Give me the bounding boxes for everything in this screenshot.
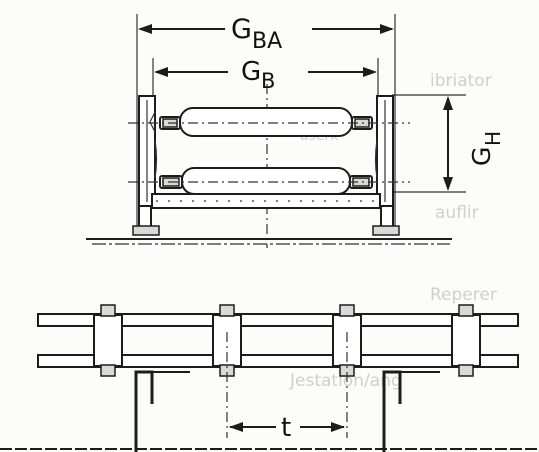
- label-gh-main: G: [467, 147, 496, 166]
- chain-upper-plate: [37, 313, 519, 327]
- label-gh: G H: [467, 131, 505, 166]
- label-gba: G BA: [231, 14, 282, 54]
- attachment-bracket-left: [134, 370, 190, 452]
- label-pitch-t: t: [281, 413, 291, 443]
- chain-side-view: [0, 304, 539, 452]
- svg-text:auflir: auflir: [435, 203, 479, 223]
- label-gb: G B: [241, 57, 275, 93]
- label-gh-sub: H: [481, 131, 505, 146]
- svg-text:Reperer: Reperer: [430, 285, 497, 305]
- label-gba-sub: BA: [252, 29, 282, 54]
- gh-dimension-line: [392, 94, 466, 193]
- svg-text:ibriator: ibriator: [430, 71, 492, 91]
- gba-dimension-line: [138, 24, 394, 34]
- chain-pin-1: [93, 304, 123, 377]
- gb-dimension-line: [154, 67, 377, 77]
- frame-cross-section: [86, 14, 466, 248]
- pitch-dimension-line: [229, 422, 345, 432]
- floor-line: [86, 238, 452, 245]
- return-roller: [128, 139, 410, 195]
- label-gb-sub: B: [261, 69, 275, 93]
- label-gba-main: G: [231, 14, 252, 45]
- svg-text:Jestation/ang: Jestation/ang: [289, 371, 402, 391]
- label-gb-main: G: [241, 57, 261, 87]
- carrying-roller: [128, 107, 410, 137]
- lower-cross-member: [151, 193, 381, 209]
- attachment-bracket-right: [382, 370, 440, 452]
- chain-pin-4: [451, 304, 481, 377]
- chain-lower-plate: [37, 354, 519, 368]
